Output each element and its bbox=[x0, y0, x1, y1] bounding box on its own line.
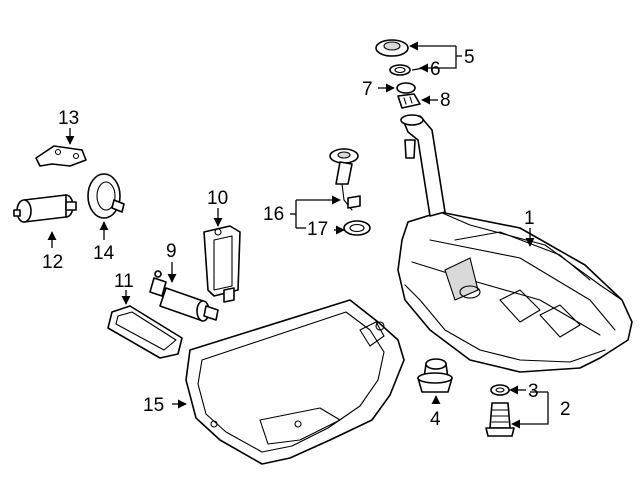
callout-2: 2 bbox=[560, 399, 571, 420]
mounting-ring-part bbox=[87, 173, 125, 219]
callout-4: 4 bbox=[430, 409, 441, 430]
filler-bracket-part bbox=[397, 93, 421, 109]
callout-13: 13 bbox=[58, 108, 79, 129]
sender-gasket-part bbox=[343, 220, 371, 236]
callout-7: 7 bbox=[362, 79, 373, 100]
callout-labels: 1 2 3 4 5 6 7 8 9 10 11 12 13 14 15 16 1… bbox=[42, 47, 571, 430]
pump-case-part bbox=[107, 305, 183, 359]
fuel-pump-part bbox=[149, 270, 219, 322]
callout-17: 17 bbox=[307, 219, 328, 240]
callout-9: 9 bbox=[166, 241, 177, 262]
filler-ring-part bbox=[396, 82, 416, 94]
callout-11: 11 bbox=[114, 271, 134, 292]
drain-gasket-part bbox=[490, 384, 510, 396]
leader-lines bbox=[47, 41, 549, 429]
drain-plug-part bbox=[485, 402, 515, 437]
callout-3: 3 bbox=[528, 381, 539, 402]
callout-1: 1 bbox=[524, 208, 535, 229]
sender-cap-part bbox=[417, 358, 453, 393]
fuel-tank-shield-part bbox=[185, 299, 405, 465]
leader-2 bbox=[511, 392, 549, 429]
fuel-sender-part bbox=[329, 148, 361, 211]
callout-16: 16 bbox=[263, 204, 284, 225]
callout-15: 15 bbox=[143, 395, 164, 416]
callout-14: 14 bbox=[93, 243, 115, 264]
leader-6 bbox=[411, 67, 425, 71]
fuel-filter-part bbox=[13, 194, 77, 223]
filter-bracket-part bbox=[35, 145, 87, 167]
filler-seal-part bbox=[389, 64, 411, 76]
leader-5 bbox=[419, 46, 457, 73]
filler-cap-part bbox=[375, 39, 409, 57]
callout-8: 8 bbox=[440, 90, 451, 111]
pump-bracket-part bbox=[203, 225, 241, 303]
callout-6: 6 bbox=[430, 59, 441, 80]
callout-12: 12 bbox=[42, 252, 63, 273]
callout-5: 5 bbox=[464, 47, 475, 68]
fuel-tank-part bbox=[397, 114, 633, 373]
callout-10: 10 bbox=[207, 188, 228, 209]
